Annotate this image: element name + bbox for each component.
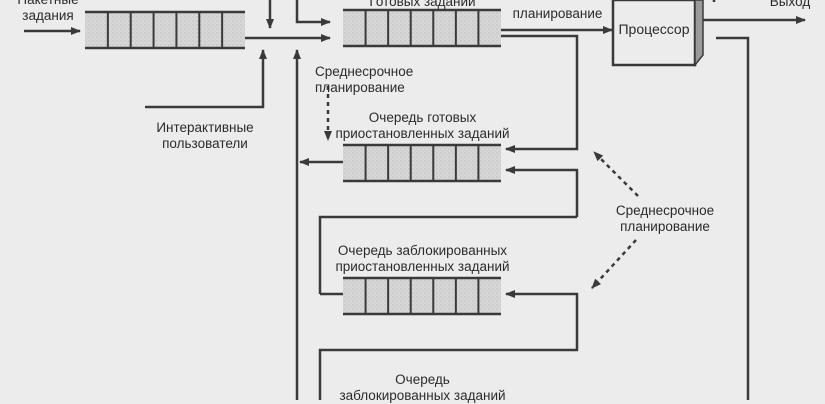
queue-fill bbox=[343, 145, 501, 181]
short-term-scheduling-label: планирование bbox=[512, 6, 603, 21]
blocked-queue-label: Очередь заблокированных заданий bbox=[339, 372, 506, 403]
blocked-suspended-queue-label: Очередь заблокированных приостановленных… bbox=[335, 243, 510, 274]
processor-label: Процессор bbox=[618, 21, 690, 37]
queue-fill bbox=[343, 10, 501, 46]
medium-term-scheduling-label-2: Среднесрочное планирование bbox=[615, 203, 715, 234]
processor-shade bbox=[694, 0, 704, 68]
exit-label: Выход bbox=[769, 0, 811, 9]
batch-queue bbox=[85, 10, 245, 50]
blocked-suspended-queue bbox=[343, 276, 501, 316]
blocked-suspended-loop-line bbox=[318, 215, 577, 294]
interactive-users-label: Интерактивные пользователи bbox=[156, 120, 254, 151]
medium-term-dotted-arrow-up bbox=[593, 151, 639, 197]
processor-to-blocked-line bbox=[716, 36, 750, 400]
ready-queue-label: Готовых заданий bbox=[369, 0, 476, 9]
medium-term-scheduling-label-1: Среднесрочное планирование bbox=[315, 64, 414, 95]
interactive-users-line bbox=[145, 49, 267, 109]
queue-fill bbox=[85, 12, 245, 48]
ready-to-suspended-line bbox=[501, 34, 579, 153]
medium-term-dotted-arrow-down bbox=[591, 239, 637, 289]
ready-suspended-queue bbox=[343, 143, 501, 183]
top-feedback-line bbox=[295, 0, 331, 26]
blocked-suspended-to-ready-suspended-line bbox=[505, 166, 579, 217]
batch-jobs-label: Пакетные задания bbox=[17, 0, 78, 23]
ready-suspended-queue-label: Очередь готовых приостановленных заданий bbox=[335, 110, 510, 141]
ready-queue bbox=[343, 8, 501, 48]
queue-fill bbox=[343, 278, 501, 314]
blocked-to-blocked-suspended-line bbox=[318, 290, 579, 400]
